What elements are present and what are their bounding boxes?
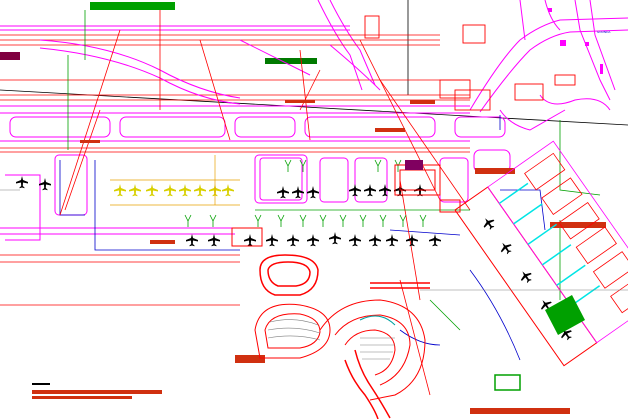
aircraft-icon: [517, 267, 535, 285]
aircraft-icon: [406, 234, 418, 247]
aircraft-icon: [222, 184, 234, 197]
taxiway-islands: [9, 116, 511, 216]
aircraft-icon: [179, 184, 191, 197]
terminal-core: [405, 160, 423, 170]
legend-bar-left: [0, 52, 20, 60]
aircraft-icon: [266, 234, 278, 247]
gray-boundary: [0, 189, 628, 291]
aircraft-icon: [208, 234, 220, 247]
terminal-hatch: [267, 319, 395, 360]
aircraft-icon: [349, 184, 361, 197]
aircraft-icon: [287, 234, 299, 247]
terminal-curved-building: [254, 299, 426, 401]
aircraft-icon: [386, 234, 398, 247]
building-outlines-top: [364, 15, 576, 111]
landside-road: [259, 254, 430, 419]
aircraft-icon: [364, 184, 376, 197]
aircraft-icon: [114, 184, 126, 197]
terminal-red-blocks: [231, 164, 461, 247]
aircraft-group-black-center: [277, 184, 426, 199]
area-label: GOUNDA: [597, 30, 611, 34]
annotation-bars: [32, 100, 606, 414]
aircraft-icon: [244, 234, 256, 247]
road-network: [317, 0, 628, 131]
aircraft-icon: [307, 186, 319, 199]
aircraft-group-black-left: [16, 176, 51, 191]
aircraft-icon: [277, 186, 289, 199]
aircraft-icon: [39, 178, 51, 191]
pier-green-block: [545, 295, 585, 335]
aircraft-icon: [349, 234, 361, 247]
service-roads: [59, 115, 546, 361]
pier-green-edge: [494, 374, 521, 391]
aircraft-icon: [307, 234, 319, 247]
title-mark: [32, 383, 50, 385]
aircraft-icon: [480, 214, 498, 232]
terminal-cyan-loop: [359, 315, 396, 326]
road-annotations: [548, 8, 603, 74]
runway-lines: [0, 34, 470, 306]
aircraft-icon: [146, 184, 158, 197]
apron-stands-yellow: [110, 155, 240, 206]
alignment-lines: [59, 10, 471, 396]
aircraft-icon: [379, 184, 391, 197]
aircraft-icon: [329, 232, 341, 245]
stand-markers: [184, 159, 427, 227]
utility-lines-green: [67, 10, 601, 331]
pier-structure: [454, 140, 628, 367]
aircraft-icon: [16, 176, 28, 189]
aircraft-icon: [429, 234, 441, 247]
aircraft-icon: [129, 184, 141, 197]
aircraft-group-yellow: [114, 184, 234, 197]
site-boundary: [0, 0, 628, 126]
aircraft-icon: [497, 239, 515, 257]
legend-bar-top: [90, 2, 175, 10]
aircraft-icon: [194, 184, 206, 197]
aircraft-icon: [164, 184, 176, 197]
aircraft-icon: [369, 234, 381, 247]
aircraft-icon: [186, 234, 198, 247]
legend-bar-top-2: [265, 58, 317, 64]
